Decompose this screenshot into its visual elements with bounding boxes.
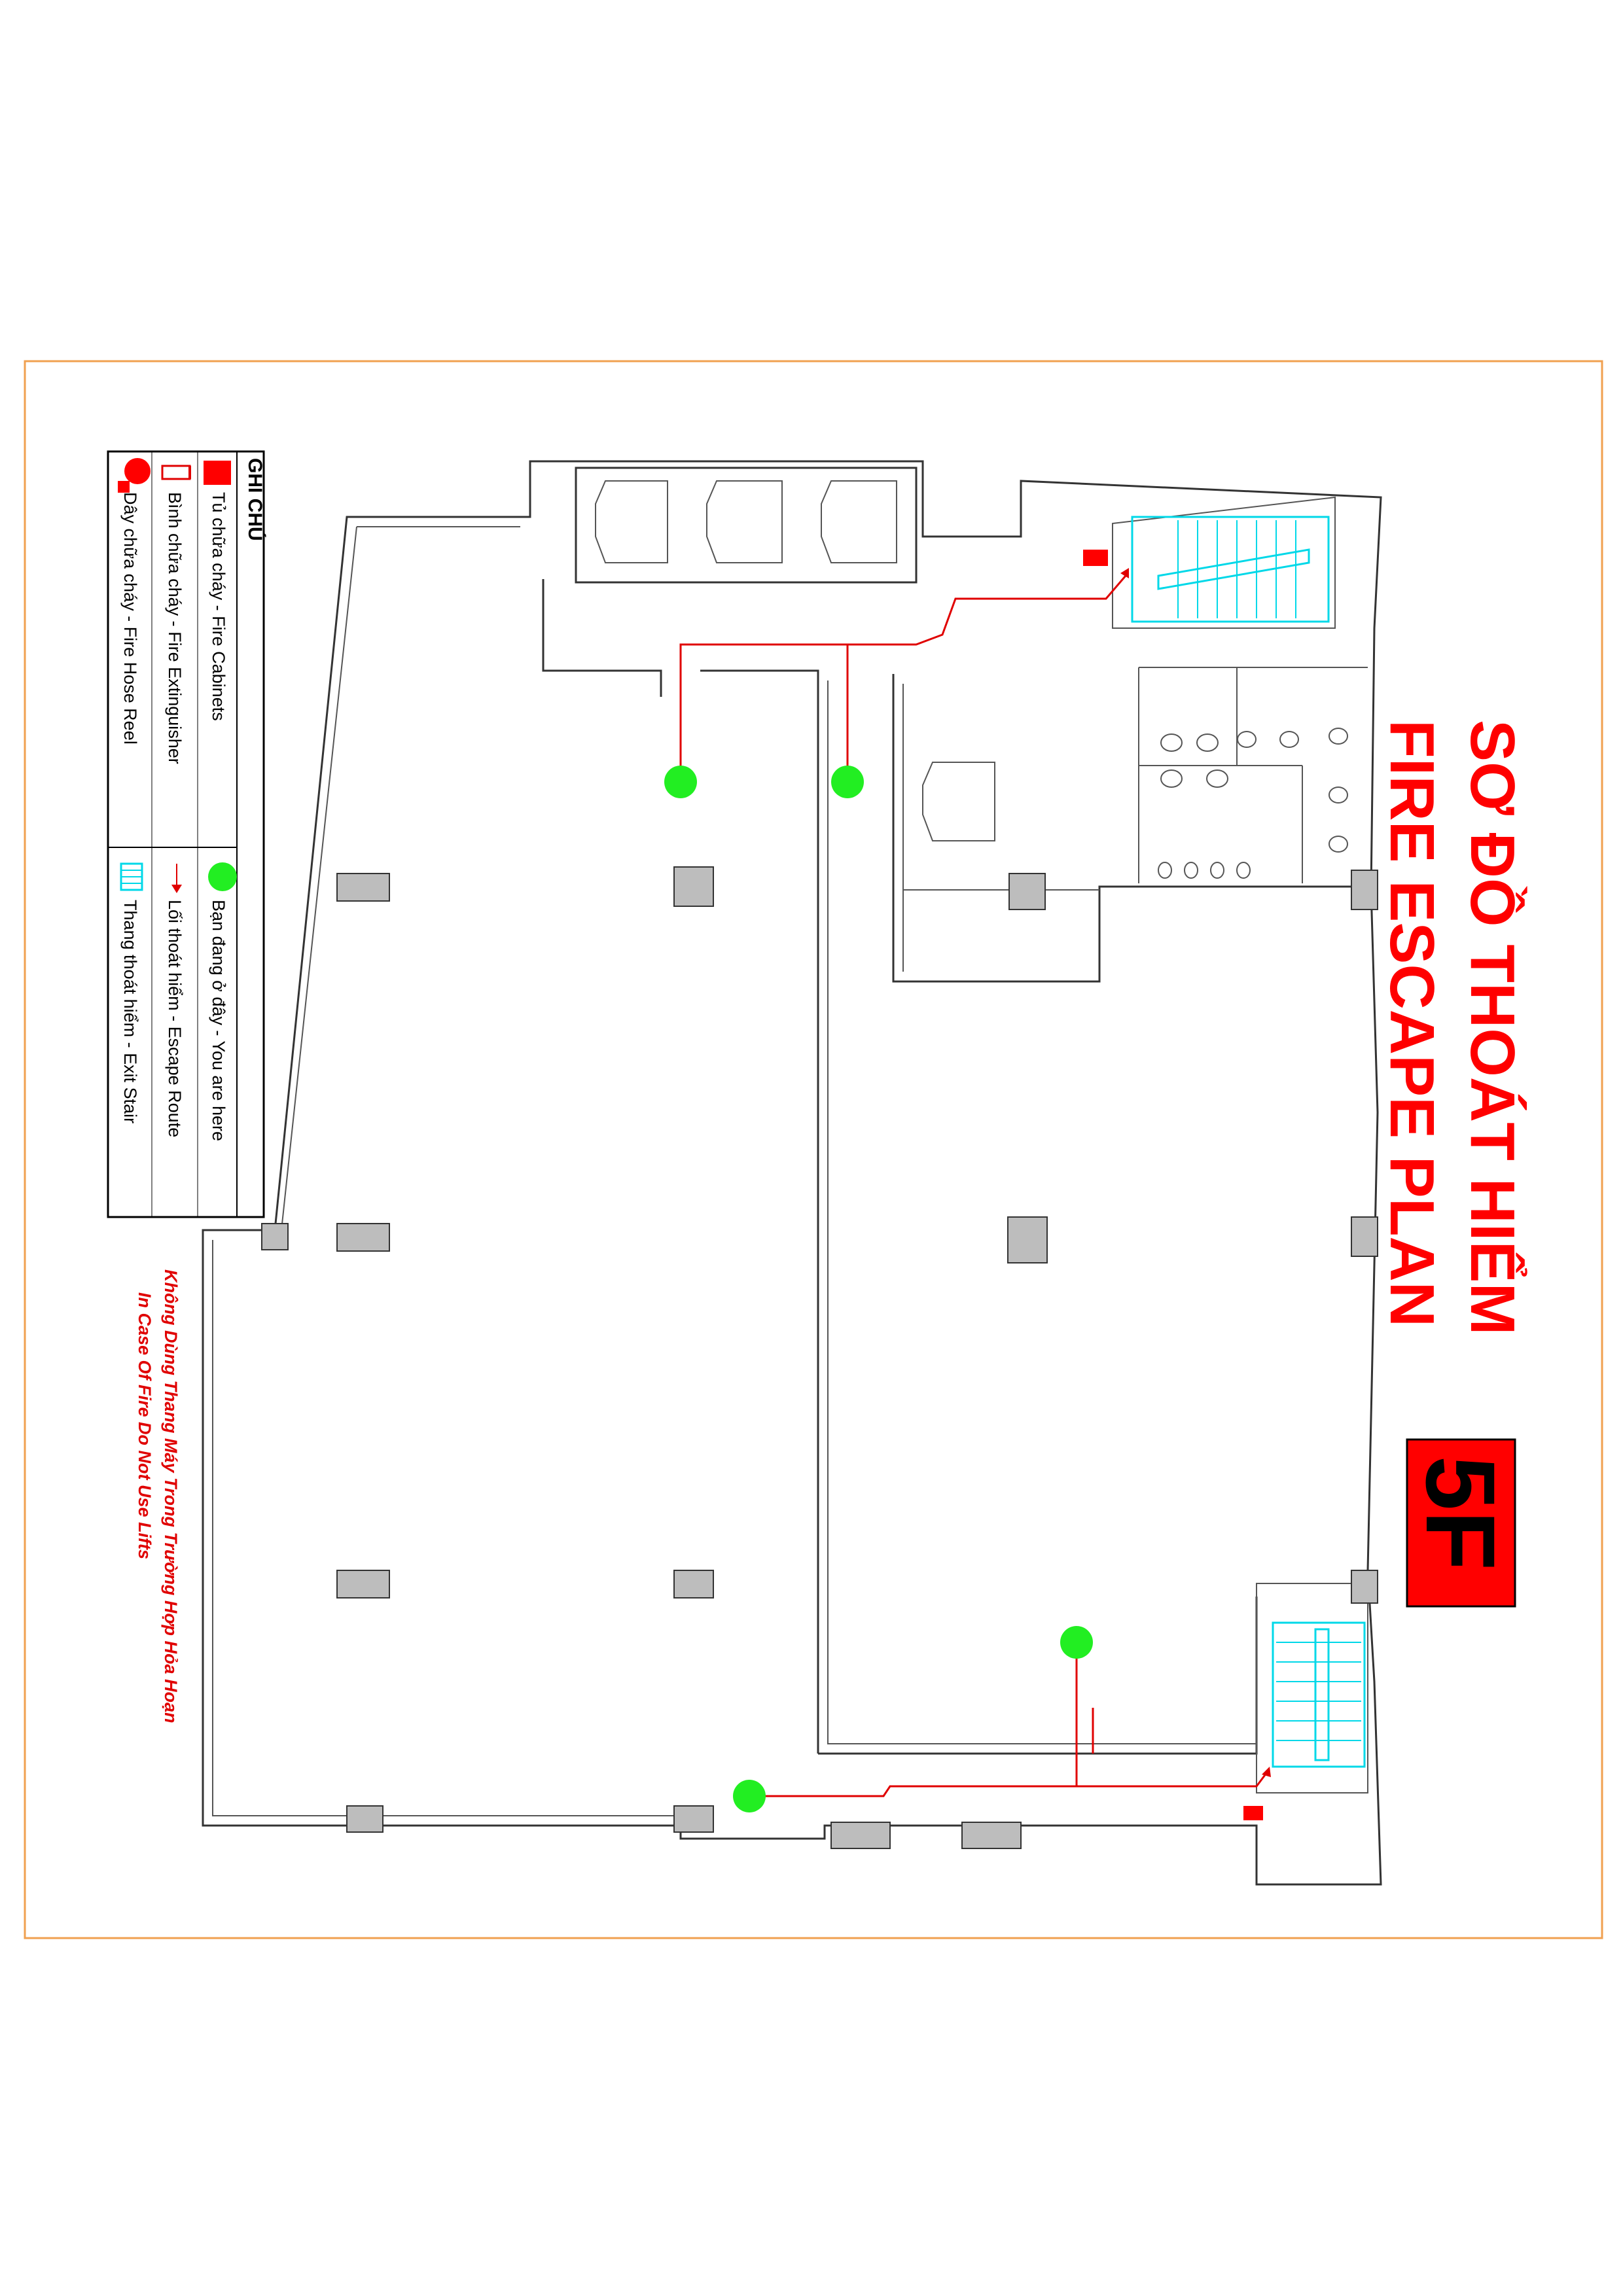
title-english: FIRE ESCAPE PLAN bbox=[1377, 720, 1447, 1327]
exit-stair-bottom bbox=[1256, 1583, 1368, 1793]
escape-routes bbox=[679, 568, 1271, 1797]
you-are-here-markers bbox=[664, 766, 1093, 1812]
lift-service bbox=[922, 762, 995, 841]
legend-fire-extinguisher: Bình chữa cháy - Fire Extinguisher bbox=[165, 492, 185, 764]
fire-hose-reel-icon bbox=[118, 458, 151, 493]
lift-1 bbox=[595, 480, 668, 563]
fire-cabinet-markers bbox=[1083, 550, 1263, 1820]
toilets bbox=[1138, 667, 1368, 883]
corridor-wall bbox=[542, 579, 1258, 1755]
lift-core bbox=[575, 467, 918, 584]
legend: GHI CHÚ Tủ chữa cháy - Fire Cabinets Bạn… bbox=[107, 450, 266, 1218]
fire-cabinet-icon bbox=[204, 461, 231, 485]
columns bbox=[261, 866, 1378, 1849]
service-room bbox=[892, 674, 1361, 983]
page-frame bbox=[24, 360, 1603, 1939]
legend-fire-hose-reel: Dây chữa cháy - Fire Hose Reel bbox=[120, 492, 140, 745]
exit-stair-top bbox=[1112, 496, 1336, 629]
legend-fire-cabinet: Tủ chữa cháy - Fire Cabinets bbox=[209, 492, 228, 721]
legend-escape-route: Lối thoát hiểm - Escape Route bbox=[165, 900, 185, 1137]
floor-plan bbox=[202, 460, 1382, 1886]
toilet-fixtures bbox=[1158, 728, 1348, 879]
warning-english: In Case Of Fire Do Not Use Lifts bbox=[135, 1292, 154, 1559]
title-vietnamese: SƠ ĐỒ THOÁT HIỂM bbox=[1457, 720, 1528, 1335]
lift-2 bbox=[706, 480, 783, 563]
green-circle-icon bbox=[208, 862, 237, 891]
lift-3 bbox=[821, 480, 897, 563]
warning-vietnamese: Không Dùng Thang Máy Trong Trường Hợp Hỏ… bbox=[161, 1269, 181, 1723]
escape-route-icon bbox=[171, 864, 182, 893]
outer-wall-inner bbox=[212, 526, 674, 1816]
legend-heading: GHI CHÚ bbox=[244, 458, 266, 541]
floor-label: 5F bbox=[1406, 1456, 1516, 1570]
floor-badge bbox=[1406, 1438, 1516, 1608]
legend-you-are-here: Bạn đang ở đây - You are here bbox=[209, 900, 228, 1141]
outer-wall bbox=[202, 460, 1382, 1886]
legend-exit-stair: Thang thoát hiểm - Exit Stair bbox=[120, 900, 140, 1123]
exit-stair-icon bbox=[120, 862, 143, 891]
fire-extinguisher-icon bbox=[161, 465, 191, 480]
